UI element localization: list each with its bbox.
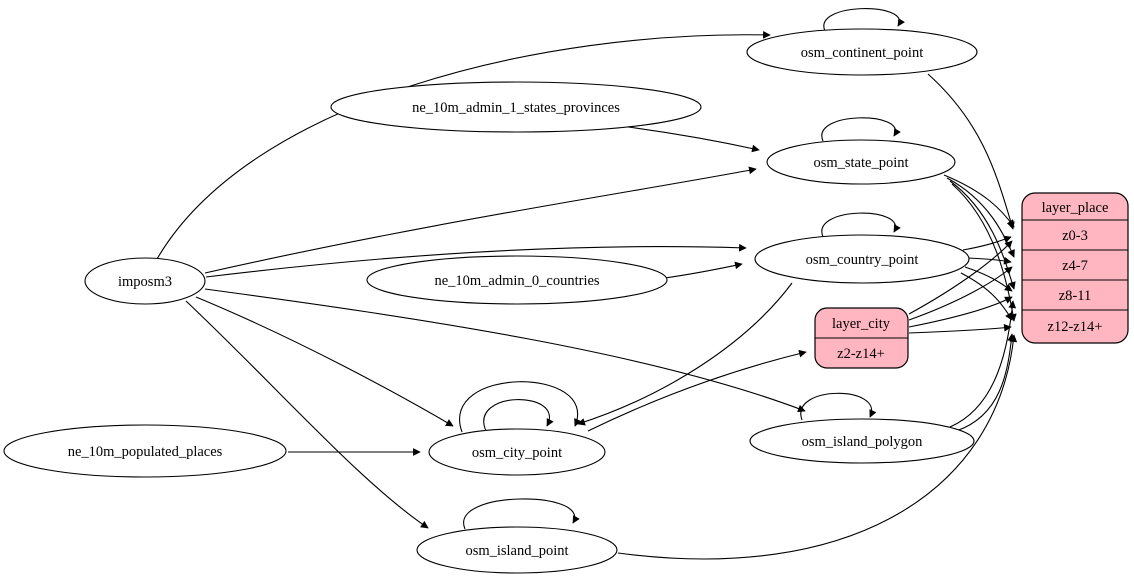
edge-imposm3-osm_island_polygon	[204, 288, 806, 413]
edge-osm_country_point-layer_place-z0-3	[962, 235, 1012, 251]
edge-imposm3-osm_continent_point	[156, 31, 771, 260]
osm_island_point-label: osm_island_point	[465, 543, 568, 559]
edge-layer_city-layer_place-z12-z14	[908, 323, 1012, 334]
ne_10m_populated_places-shape	[3, 424, 287, 478]
edge-layer	[156, 8, 1018, 560]
node-osm_island_point: osm_island_point	[416, 526, 618, 574]
osm_island_point-shape	[416, 526, 618, 574]
layer_place-row-z12-z14: z12-z14+	[1048, 319, 1103, 335]
ne_10m_admin_1_states_provinces-shape	[330, 81, 702, 133]
layer_city-title: layer_city	[832, 316, 891, 332]
osm_state_point-label: osm_state_point	[813, 155, 908, 171]
edge-osm_country_point-layer_place-z4-7	[967, 256, 1012, 265]
node-ne_10m_populated_places: ne_10m_populated_places	[3, 424, 287, 478]
edge-layer_city-layer_place-z4-7	[908, 266, 1013, 321]
node-ne_10m_admin_1_states_provinces: ne_10m_admin_1_states_provinces	[330, 81, 702, 133]
ne_10m_admin_0_countries-shape	[366, 255, 668, 305]
node-osm_city_point: osm_city_point	[428, 428, 606, 476]
osm_continent_point-shape	[746, 28, 978, 76]
osm_state_point-shape	[766, 139, 956, 185]
layer_city-row-z2-z14: z2-z14+	[837, 346, 885, 362]
edge-imposm3-osm_island_point	[185, 300, 429, 529]
self-loop-osm_city_point-outer	[459, 381, 582, 433]
edge-layer_city-layer_place-z8-11	[908, 296, 1013, 328]
edge-osm_state_point-layer_place-z4-7	[946, 177, 1015, 258]
layer_place-row-z0-3: z0-3	[1062, 228, 1088, 244]
node-layer_city: layer_city z2-z14+	[814, 307, 909, 369]
node-osm_island_polygon: osm_island_polygon	[749, 418, 975, 464]
node-osm_country_point: osm_country_point	[754, 234, 970, 284]
edge-imposm3-osm_state_point	[204, 166, 757, 274]
edge-osm_island_polygon-layer_place-z12-z14	[955, 333, 1016, 432]
self-loop-osm_island_point	[463, 498, 580, 530]
layer_place-row-z8-11: z8-11	[1059, 288, 1091, 304]
node-ne_10m_admin_0_countries: ne_10m_admin_0_countries	[366, 255, 668, 305]
node-osm_state_point: osm_state_point	[766, 139, 956, 185]
ne_10m_admin_0_countries-label: ne_10m_admin_0_countries	[434, 273, 599, 289]
edge-imposm3-osm_country_point	[205, 243, 747, 278]
self-loop-osm_country_point	[821, 212, 901, 238]
self-loop-osm_continent_point	[823, 8, 905, 32]
node-osm_continent_point: osm_continent_point	[746, 28, 978, 76]
layer_place-shape	[1021, 192, 1129, 344]
ne_10m_populated_places-label: ne_10m_populated_places	[68, 444, 223, 460]
edge-layer_city-layer_place-z0-3	[908, 240, 1013, 315]
edge-osm_state_point-layer_place-z0-3	[943, 174, 1015, 228]
imposm3-label: imposm3	[118, 274, 172, 290]
edge-imposm3-osm_city_point	[195, 296, 454, 427]
edge-osm_city_point-layer_city	[587, 349, 807, 432]
osm_island_polygon-label: osm_island_polygon	[802, 434, 924, 450]
node-imposm3: imposm3	[84, 257, 206, 305]
self-loop-osm_city_point-inner	[483, 399, 554, 432]
edge-ne_10m_admin_0_countries-osm_country_point	[664, 261, 743, 279]
edge-osm_state_point-layer_place-z8-11	[949, 180, 1016, 290]
osm_island_polygon-shape	[749, 418, 975, 464]
edge-osm_continent_point-layer_place-z0-3	[927, 73, 1015, 230]
layer_place-title: layer_place	[1042, 200, 1109, 216]
osm_country_point-label: osm_country_point	[806, 252, 919, 268]
ne_10m_admin_1_states_provinces-label: ne_10m_admin_1_states_provinces	[412, 100, 620, 116]
osm_country_point-shape	[754, 234, 970, 284]
edge-osm_island_point-layer_place-z12-z14	[617, 334, 1018, 560]
self-loop-osm_state_point	[821, 117, 901, 142]
node-layer_place: layer_place z0-3 z4-7 z8-11 z12-z14+	[1021, 192, 1129, 344]
layer_place-row-z4-7: z4-7	[1062, 258, 1088, 274]
imposm3-shape	[84, 257, 206, 305]
edge-ne_10m_admin_1_states_provinces-osm_state_point	[627, 126, 760, 153]
edge-osm_country_point-osm_city_point	[577, 282, 793, 426]
edge-osm_island_polygon-layer_place-z8-11	[949, 300, 1017, 428]
self-loop-osm_island_polygon	[800, 392, 877, 421]
osm_continent_point-label: osm_continent_point	[801, 45, 923, 61]
osm_city_point-shape	[428, 428, 606, 476]
osm_city_point-label: osm_city_point	[472, 445, 562, 461]
